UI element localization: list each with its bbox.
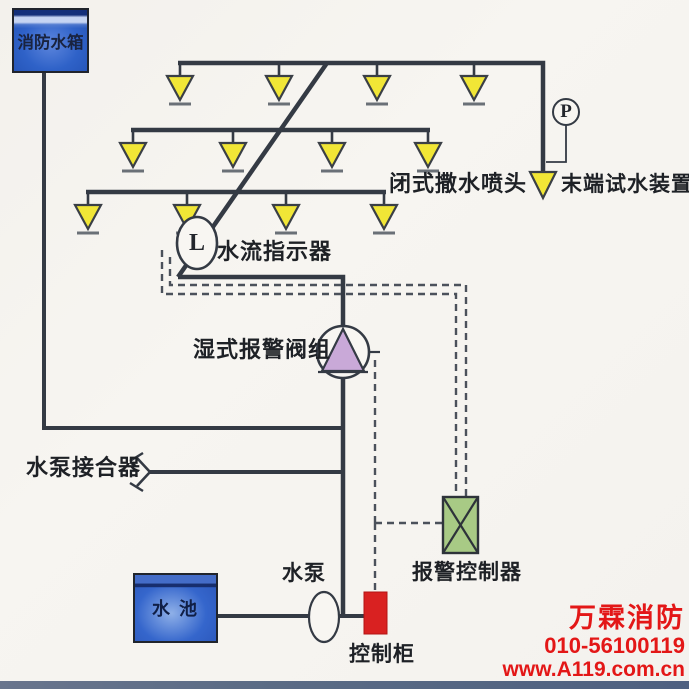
pump-coupler-label: 水泵接合器 [26,455,142,480]
sprinkler-icon [165,61,195,106]
pump-coupler-icon [129,451,151,493]
water-pool-label: 水 池 [151,599,199,619]
end-test-sprinkler-icon [528,170,558,201]
flow-indicator-label: 水流指示器 [217,239,333,264]
watermark-phone: 010-56100119 [544,633,685,658]
pump-label: 水泵 [282,562,326,585]
watermark-website: www.A119.com.cn [502,658,685,681]
pipe-branch-top [178,60,546,171]
control-cabinet-box [363,591,388,635]
watermark-brand: 万霖消防 [569,603,685,633]
alarm-controller-box [441,495,480,555]
sprinkler-icon [369,190,399,235]
fire-water-tank-label: 消防水箱 [17,33,84,52]
flow-indicator-icon [175,215,219,271]
end-test-device-label: 末端试水装置 [561,173,689,196]
control-cabinet-label: 控制柜 [349,643,415,666]
sprinkler-icon [218,128,248,173]
page-bottom-edge [0,681,689,689]
sprinkler-icon [413,128,443,173]
pump-icon [307,590,341,644]
pipe-tank-supply [42,73,345,430]
pressure-gauge-letter: P [560,101,572,122]
sprinkler-icon [264,61,294,106]
sprinkler-icon [362,61,392,106]
flow-indicator-letter: L [188,229,205,256]
water-pool: 水 池 [133,573,218,643]
sprinkler-icon [459,61,489,106]
signal-wire-flow-indicator-b [160,250,458,497]
fire-water-tank: 消防水箱 [12,8,89,73]
sprinkler-icon [317,128,347,173]
sprinkler-type-label: 闭式撒水喷头 [389,171,528,196]
pipe-main-riser [178,274,346,616]
pressure-gauge-icon [552,98,580,126]
signal-wire-flow-indicator-a [168,257,468,497]
sprinkler-icon [271,190,301,235]
gauge-connector-line [546,125,567,163]
watermark: 万霖消防 010-56100119 www.A119.com.cn [503,603,685,682]
alarm-controller-label: 报警控制器 [412,561,522,584]
wet-alarm-valve-label: 湿式报警阀组 [193,337,332,362]
sprinkler-icon [73,190,103,235]
sprinkler-icon [118,128,148,173]
